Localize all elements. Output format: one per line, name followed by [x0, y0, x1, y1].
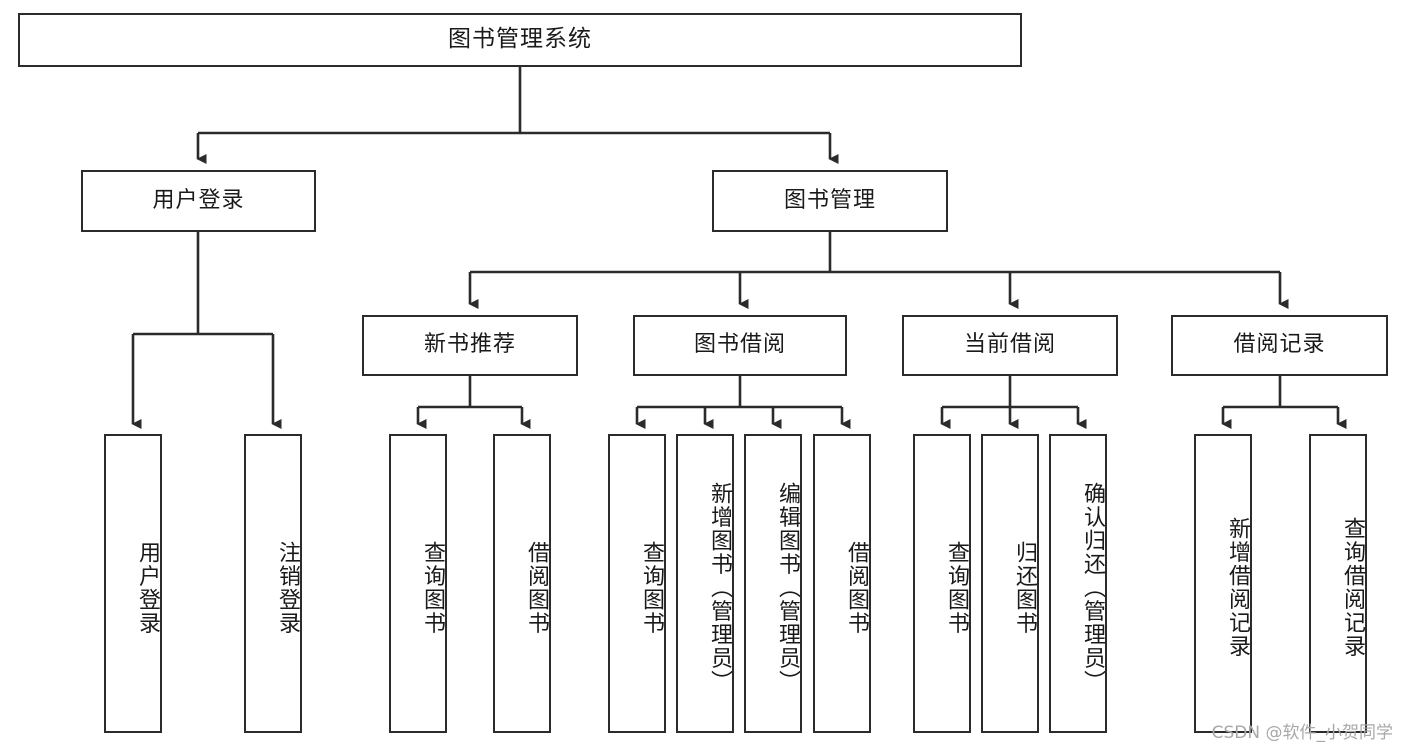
leaf-label: 归还图书 [1012, 540, 1037, 635]
node-user-login[interactable]: 用户登录 [81, 170, 316, 232]
node-borrow-record[interactable]: 借阅记录 [1171, 315, 1388, 376]
csdn-watermark: CSDN @软件_小贺同学 [1211, 723, 1393, 743]
leaf-add-borrow-record[interactable]: 新增借阅记录 [1194, 434, 1252, 733]
leaf-label: 查询图书 [944, 540, 969, 635]
leaf-label: 查询借阅记录 [1340, 517, 1365, 658]
leaf-label: 编辑图书（管理员） [775, 481, 800, 694]
leaf-borrow-book-2[interactable]: 借阅图书 [813, 434, 871, 733]
node-current-borrow[interactable]: 当前借阅 [902, 315, 1118, 376]
leaf-label: 查询图书 [420, 540, 445, 635]
leaf-query-borrow-record[interactable]: 查询借阅记录 [1309, 434, 1367, 733]
leaf-query-book-2[interactable]: 查询图书 [608, 434, 666, 733]
leaf-label: 借阅图书 [524, 540, 549, 635]
leaf-label: 新增图书（管理员） [707, 481, 732, 694]
leaf-label: 借阅图书 [844, 540, 869, 635]
leaf-user-login[interactable]: 用户登录 [104, 434, 162, 733]
leaf-label: 查询图书 [639, 540, 664, 635]
node-book-management[interactable]: 图书管理 [712, 170, 948, 232]
node-root-system[interactable]: 图书管理系统 [18, 13, 1022, 67]
leaf-return-book[interactable]: 归还图书 [981, 434, 1039, 733]
node-new-book-recommend[interactable]: 新书推荐 [362, 315, 578, 376]
leaf-label: 新增借阅记录 [1225, 517, 1250, 658]
leaf-logout[interactable]: 注销登录 [244, 434, 302, 733]
node-book-borrow[interactable]: 图书借阅 [633, 315, 847, 376]
leaf-label: 注销登录 [275, 540, 300, 635]
leaf-label: 确认归还（管理员） [1080, 481, 1105, 694]
leaf-query-book-1[interactable]: 查询图书 [389, 434, 447, 733]
leaf-label: 用户登录 [135, 540, 160, 635]
leaf-borrow-book-1[interactable]: 借阅图书 [493, 434, 551, 733]
leaf-add-book-admin[interactable]: 新增图书（管理员） [676, 434, 734, 733]
leaf-query-book-3[interactable]: 查询图书 [913, 434, 971, 733]
leaf-confirm-return-admin[interactable]: 确认归还（管理员） [1049, 434, 1107, 733]
leaf-edit-book-admin[interactable]: 编辑图书（管理员） [744, 434, 802, 733]
